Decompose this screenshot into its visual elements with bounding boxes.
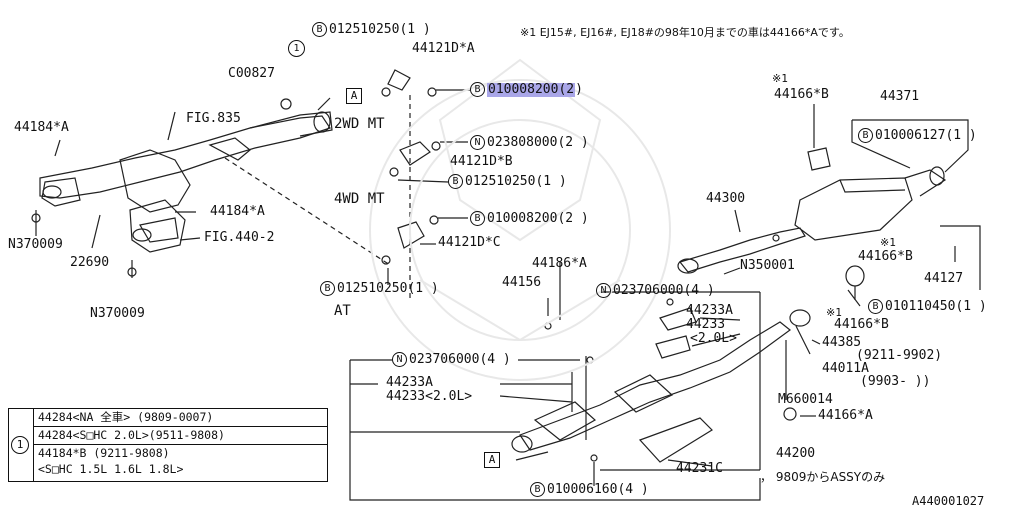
legend-row-3: 44184*B (9211-9808)	[38, 446, 170, 460]
part-44156[interactable]: 44156	[502, 275, 542, 290]
part-fig440-2[interactable]: FIG.440-2	[204, 230, 275, 245]
callout-box-a-bottom: A	[484, 452, 500, 468]
label-2wd-mt: 2WD MT	[334, 116, 385, 132]
part-44166a[interactable]: 44166*A	[818, 408, 873, 423]
part-n370009-a[interactable]: N370009	[8, 237, 63, 252]
diagram-id: A440001027	[912, 494, 985, 508]
model-note: ※1 EJ15#, EJ16#, EJ18#の98年10月までの車は44166*…	[520, 26, 850, 39]
part-fig835[interactable]: FIG.835	[186, 111, 241, 126]
part-44233-b[interactable]: 44233<2.0L>	[386, 389, 473, 404]
callout-circle-1: 1	[288, 40, 305, 57]
highlighted-part-number: 010008200(2	[487, 81, 576, 97]
part-22690[interactable]: 22690	[70, 255, 110, 270]
part-range-9211-9902: (9211-9902)	[856, 348, 943, 363]
muffler-shape	[677, 147, 947, 287]
label-4wd-mt: 4WD MT	[334, 191, 385, 207]
part-44166b-top[interactable]: 44166*B	[774, 87, 829, 102]
exhaust-manifold-shape	[39, 111, 333, 253]
part-44231c[interactable]: 44231C	[676, 461, 723, 476]
part-44166b-low[interactable]: 44166*B	[834, 317, 889, 332]
legend-row-1: 44284<NA 全車> (9809-0007)	[34, 409, 327, 427]
part-range-9903: (9903- ))	[860, 374, 931, 389]
part-44121d-c[interactable]: 44121D*C	[438, 235, 501, 250]
part-n370009-b[interactable]: N370009	[90, 306, 145, 321]
label-at: AT	[334, 303, 351, 319]
star1-marker-mid: ※1	[880, 236, 896, 249]
star1-marker-low: ※1	[826, 306, 842, 319]
part-44011a[interactable]: 44011A	[822, 361, 869, 376]
part-44186a[interactable]: 44186*A	[532, 256, 587, 271]
legend-table: 1 44284<NA 全車> (9809-0007) 44284<S□HC 2.…	[8, 408, 328, 482]
legend-marker: 1	[9, 409, 34, 481]
part-44184a-mid[interactable]: 44184*A	[210, 204, 265, 219]
part-44385[interactable]: 44385	[822, 335, 862, 350]
legend-row-2: 44284<S□HC 2.0L>(9511-9808)	[34, 427, 327, 445]
callout-box-a-top: A	[346, 88, 362, 104]
part-44300[interactable]: 44300	[706, 191, 746, 206]
watermark-emblem	[369, 58, 671, 381]
part-44233-a[interactable]: 44233	[686, 317, 726, 332]
part-2-0l-a[interactable]: <2.0L>	[690, 331, 737, 346]
part-44127[interactable]: 44127	[924, 271, 964, 286]
legend-row-4: <S□HC 1.5L 1.6L 1.8L>	[38, 462, 184, 476]
part-n350001[interactable]: N350001	[740, 258, 795, 273]
part-44233a-a[interactable]: 44233A	[686, 303, 733, 318]
part-44121d-a[interactable]: 44121D*A	[412, 41, 475, 56]
part-44371[interactable]: 44371	[880, 89, 920, 104]
part-c00827[interactable]: C00827	[228, 66, 275, 81]
star1-marker-top: ※1	[772, 72, 788, 85]
part-44200[interactable]: 44200	[776, 446, 816, 461]
part-44184a-left[interactable]: 44184*A	[14, 120, 69, 135]
part-44121d-b[interactable]: 44121D*B	[450, 154, 513, 169]
part-44233a-b[interactable]: 44233A	[386, 375, 433, 390]
part-9809-assy-note: ， 9809からASSYのみ	[760, 470, 886, 484]
part-m660014[interactable]: M660014	[778, 392, 833, 407]
part-44166b-mid[interactable]: 44166*B	[858, 249, 913, 264]
front-pipe-shape	[511, 298, 811, 463]
